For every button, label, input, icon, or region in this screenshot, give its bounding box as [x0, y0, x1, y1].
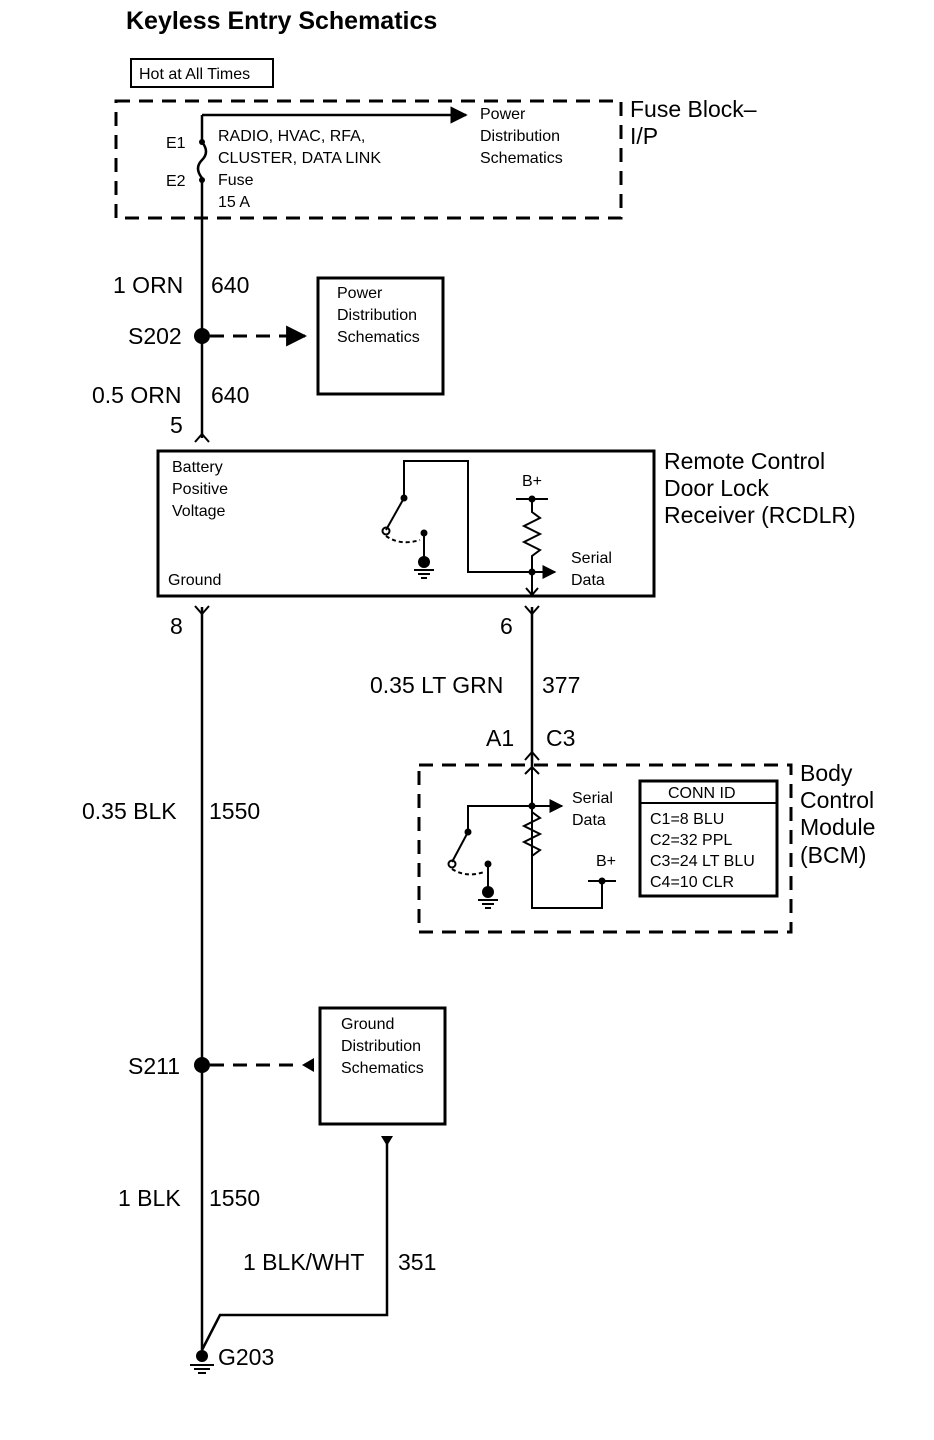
fuse-icon	[196, 141, 208, 179]
conn-id-box	[638, 779, 779, 898]
power-ref-3: Schematics	[337, 329, 420, 346]
ground-ref-3: Schematics	[341, 1060, 424, 1077]
rcdlr-serial-1: Serial	[571, 550, 612, 567]
fuse-block-box	[114, 99, 623, 220]
conn-id-c2: C2=32 PPL	[650, 832, 732, 849]
splice-s202-dot	[194, 328, 210, 344]
splice-s211: S211	[128, 1053, 180, 1079]
wire1-circuit: 640	[211, 272, 249, 298]
bcm-internal-wire	[531, 767, 603, 909]
rcdlr-name-1: Remote Control	[664, 448, 825, 474]
terminal-e1: E1	[166, 135, 186, 152]
rcdlr-switch-arc	[385, 535, 421, 544]
fuse-line-3: Fuse	[218, 172, 254, 189]
splice-s202: S202	[128, 323, 182, 349]
wire-351-arrow	[381, 1136, 393, 1146]
bcm-switch-wire	[467, 805, 532, 832]
rcdlr-name-2: Door Lock	[664, 475, 769, 501]
bcm-gnd-node	[482, 886, 494, 898]
power-ref-1: Power	[337, 285, 383, 302]
ground-ref-2: Distribution	[341, 1038, 421, 1055]
rcdlr-box	[156, 449, 656, 598]
fuse-line-1: RADIO, HVAC, RFA,	[218, 128, 365, 145]
hot-label: Hot at All Times	[139, 66, 250, 83]
bcm-pin-a1: A1	[486, 725, 514, 751]
conn-id-c1: C1=8 BLU	[650, 811, 724, 828]
fuse-line-4: 15 A	[218, 194, 250, 211]
bcm-ground-icon	[478, 899, 498, 909]
ground-ref-1: Ground	[341, 1016, 394, 1033]
rcdlr-serial-node	[528, 568, 536, 576]
bcm-pin-c3: C3	[546, 725, 575, 751]
terminal-e2: E2	[166, 173, 186, 190]
ground-g203-label: G203	[218, 1344, 274, 1370]
fuse-line-2: CLUSTER, DATA LINK	[218, 150, 381, 167]
conn-id-c3: C3=24 LT BLU	[650, 853, 755, 870]
rcdlr-internal-wire	[403, 460, 557, 579]
bcm-resistor-icon	[521, 806, 543, 870]
rcdlr-batt-3: Voltage	[172, 503, 225, 520]
ground-g203-dot	[196, 1350, 208, 1362]
splice-s211-arrow	[302, 1058, 314, 1072]
fuse-ref-1: Power	[480, 106, 526, 123]
splice-s211-dot	[194, 1057, 210, 1073]
conn-id-title: CONN ID	[668, 785, 736, 802]
rcdlr-bplus: B+	[522, 473, 542, 490]
conn-id-c4: C4=10 CLR	[650, 874, 734, 891]
wire-351	[200, 1144, 389, 1351]
wire6-circuit: 351	[398, 1249, 436, 1275]
wire2-gauge: 0.5 ORN	[92, 382, 181, 408]
bcm-switch-arc	[451, 868, 485, 876]
wire3-circuit: 1550	[209, 798, 260, 824]
rcdlr-ground-icon	[414, 569, 434, 579]
bcm-serial-2: Data	[572, 812, 606, 829]
rcdlr-serial-arrow	[525, 587, 539, 597]
fuse-ref-3: Schematics	[480, 150, 563, 167]
connector-pin5-icon	[194, 432, 210, 443]
rcdlr-serial-2: Data	[571, 572, 605, 589]
fuse-block-name-1: Fuse Block–	[630, 96, 757, 122]
terminal-e1-dot	[199, 139, 205, 145]
wire5-circuit: 1550	[209, 1185, 260, 1211]
ground-g203-icon	[190, 1364, 214, 1374]
bcm-name-1: Body	[800, 760, 853, 786]
page-title: Keyless Entry Schematics	[126, 7, 437, 35]
power-ref-box	[316, 276, 445, 396]
bcm-serial-arrow-up	[524, 765, 540, 775]
wire1-gauge: 1 ORN	[113, 272, 183, 298]
bcm-name-2: Control	[800, 787, 874, 813]
fuse-ref-2: Distribution	[480, 128, 560, 145]
rcdlr-batt-1: Battery	[172, 459, 223, 476]
wire2-circuit: 640	[211, 382, 249, 408]
wire3-gauge: 0.35 BLK	[82, 798, 177, 824]
fuse-block-name-2: I/P	[630, 123, 658, 149]
rcdlr-pin-5: 5	[170, 412, 183, 438]
ground-ref-box	[318, 1006, 447, 1126]
wire5-gauge: 1 BLK	[118, 1185, 181, 1211]
rcdlr-pin-8: 8	[170, 613, 183, 639]
bcm-switch-blade	[451, 831, 469, 863]
bcm-bplus: B+	[596, 853, 616, 870]
bcm-switch-contact	[447, 859, 457, 869]
power-ref-2: Distribution	[337, 307, 417, 324]
rcdlr-pin-6: 6	[500, 613, 513, 639]
rcdlr-switch-blade	[385, 497, 405, 531]
hot-label-box	[130, 58, 274, 88]
rcdlr-switch-contact	[381, 526, 391, 536]
rcdlr-batt-2: Positive	[172, 481, 228, 498]
bcm-bplus-dot	[598, 877, 606, 885]
rcdlr-gnd-node	[418, 556, 430, 568]
bcm-name-3: Module	[800, 814, 875, 840]
wire4-circuit: 377	[542, 672, 580, 698]
rcdlr-resistor-icon	[521, 499, 543, 595]
bcm-name-4: (BCM)	[800, 842, 866, 868]
wire6-gauge: 1 BLK/WHT	[243, 1249, 364, 1275]
rcdlr-name-3: Receiver (RCDLR)	[664, 502, 856, 528]
wire4-gauge: 0.35 LT GRN	[370, 672, 503, 698]
rcdlr-ground-label: Ground	[168, 572, 221, 589]
bcm-box	[417, 763, 793, 934]
bcm-serial-1: Serial	[572, 790, 613, 807]
connector-c3-icon	[524, 750, 540, 761]
